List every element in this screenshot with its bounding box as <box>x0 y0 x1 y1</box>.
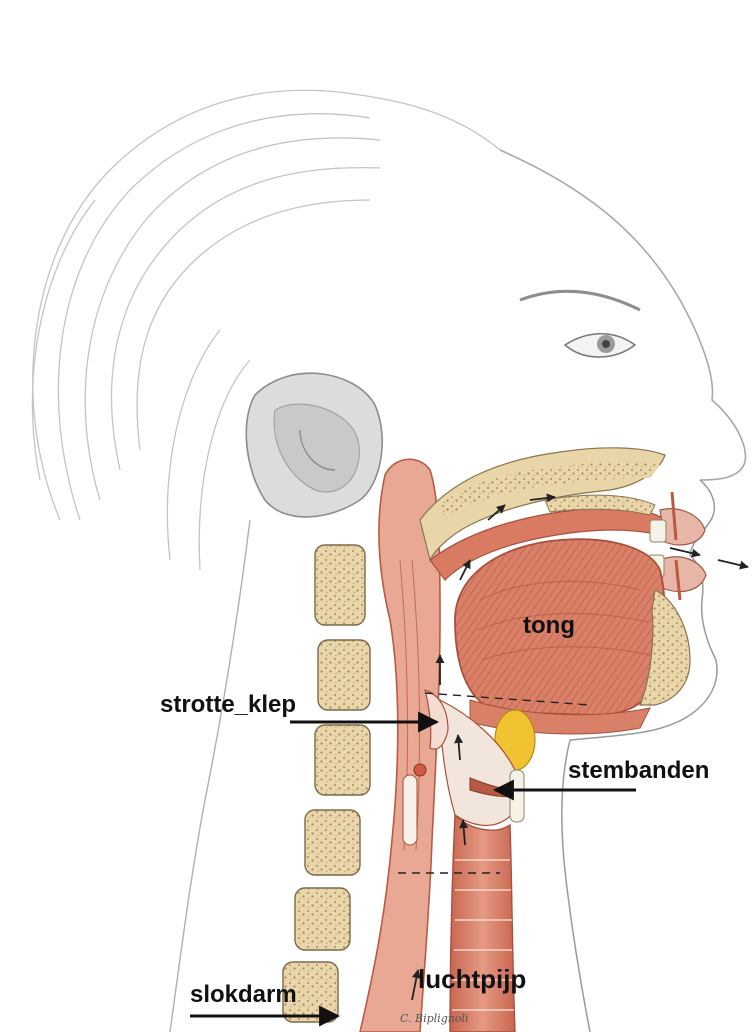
label-stembanden: stembanden <box>568 757 709 784</box>
label-tong: tong <box>523 612 575 639</box>
label-luchtpijp: luchtpijp <box>418 964 526 994</box>
lymph-node <box>414 764 426 776</box>
label-slokdarm: slokdarm <box>190 981 297 1008</box>
cervical-vertebrae <box>283 545 370 1022</box>
trachea <box>450 815 515 1032</box>
ear <box>246 373 382 517</box>
neck-back-outline <box>170 520 250 1032</box>
forehead-outline <box>500 150 745 480</box>
artist-signature: C. Biplignoli <box>400 1012 468 1025</box>
eye <box>520 291 640 357</box>
label-strotteklep: strotte_klep <box>160 691 296 718</box>
oesophagus-lumen <box>403 775 417 845</box>
thyroid-cartilage <box>510 770 524 822</box>
